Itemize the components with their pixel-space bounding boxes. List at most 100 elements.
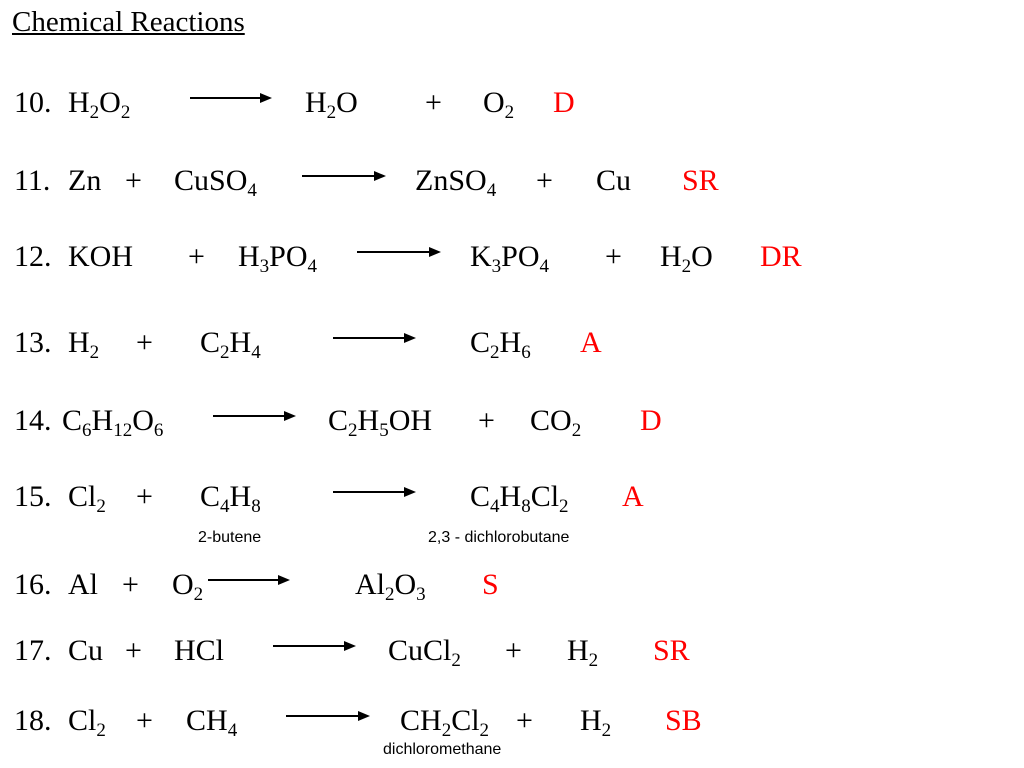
element-symbol: KOH [68,240,133,273]
subscript: 8 [251,496,261,517]
element-symbol: H [305,86,327,119]
reaction-arrow-icon [333,484,416,500]
element-symbol: OH [388,404,433,437]
element-symbol: Cl [451,704,480,737]
product-formula: K3PO4 [470,240,549,277]
subscript: 2 [504,102,515,123]
reaction-number: 15. [14,480,52,513]
subscript: 2 [220,342,230,363]
page-title: Chemical Reactions [12,6,245,38]
product-formula: O2 [483,86,514,123]
plus-sign: + [136,480,153,513]
element-symbol: O [483,86,505,119]
element-symbol: K [470,240,492,273]
reactant-formula: H3PO4 [238,240,317,277]
subscript: 2 [490,342,500,363]
plus-sign: + [478,404,495,437]
element-symbol: H [567,634,589,667]
element-symbol: H [91,404,114,437]
element-symbol: O [132,404,154,437]
reaction-type-label: SR [653,634,690,667]
reaction-arrow-icon [357,244,441,260]
element-symbol: Cu [596,164,632,197]
subscript: 2 [479,720,490,741]
reactant-formula: Cl2 [68,482,106,517]
subscript: 2 [326,102,337,123]
element-symbol: CH [400,704,442,737]
reaction-number: 10. [14,86,52,119]
reaction-arrow-icon [213,408,296,424]
element-symbol: ZnSO [415,164,487,197]
subscript: 2 [348,420,358,441]
element-symbol: C [200,326,221,359]
plus-sign: + [605,240,622,273]
element-symbol: H [68,86,90,119]
element-symbol: CO [530,404,572,437]
element-symbol: H [229,480,252,513]
subscript: 6 [82,420,92,441]
element-symbol: H [357,404,380,437]
subscript: 3 [491,256,502,277]
element-symbol: CuCl [388,634,452,667]
subscript: 4 [227,720,238,741]
plus-sign: + [536,164,553,197]
product-formula: Cu [596,166,631,196]
plus-sign: + [136,704,153,737]
subscript: 3 [416,584,426,605]
element-symbol: H [499,480,522,513]
product-formula: ZnSO4 [415,164,496,201]
plus-sign: + [425,86,442,119]
element-symbol: HCl [174,634,225,667]
element-symbol: CH [186,704,228,737]
subscript: 2 [96,496,106,517]
product-formula: CuCl2 [388,634,461,671]
subscript: 4 [490,496,500,517]
plus-sign: + [505,634,522,667]
reaction-number: 18. [14,704,52,737]
plus-sign: + [125,164,142,197]
element-symbol: PO [269,240,308,273]
compound-name-note: 2-butene [198,529,262,546]
subscript: 4 [486,180,497,201]
reactant-formula: Zn [68,166,101,196]
reaction-arrow-icon [286,708,370,724]
reaction-arrow-icon [302,168,386,184]
element-symbol: O [172,568,194,601]
element-symbol: C [470,326,491,359]
element-symbol: H [229,326,252,359]
product-formula: C2H6 [470,326,531,363]
plus-sign: + [122,568,139,601]
reactant-formula: Cl2 [68,706,106,741]
product-formula: H2O [660,242,713,277]
element-symbol: Al [355,568,385,601]
subscript: 2 [441,720,452,741]
subscript: 2 [601,720,612,741]
subscript: 6 [521,342,531,363]
subscript: 4 [220,496,230,517]
reactant-formula: Cu [68,636,103,666]
reactant-formula: C2H4 [200,326,261,363]
product-formula: CO2 [530,404,581,441]
reaction-type-label: A [580,326,602,359]
subscript: 5 [379,420,389,441]
subscript: 4 [247,180,257,201]
subscript: 6 [153,420,164,441]
subscript: 2 [588,650,599,671]
element-symbol: CuSO [174,164,248,197]
subscript: 2 [120,102,131,123]
product-formula: H2O [305,86,358,123]
element-symbol: C [470,480,491,513]
product-formula: C4H8Cl2 [470,480,569,517]
reaction-type-label: D [640,404,662,437]
element-symbol: H [499,326,522,359]
element-symbol: H [68,326,90,359]
subscript: 2 [89,102,100,123]
reactant-formula: HCl [174,636,224,666]
reactant-formula: O2 [172,568,203,605]
subscript: 4 [307,256,318,277]
reaction-type-label: SR [682,164,719,197]
